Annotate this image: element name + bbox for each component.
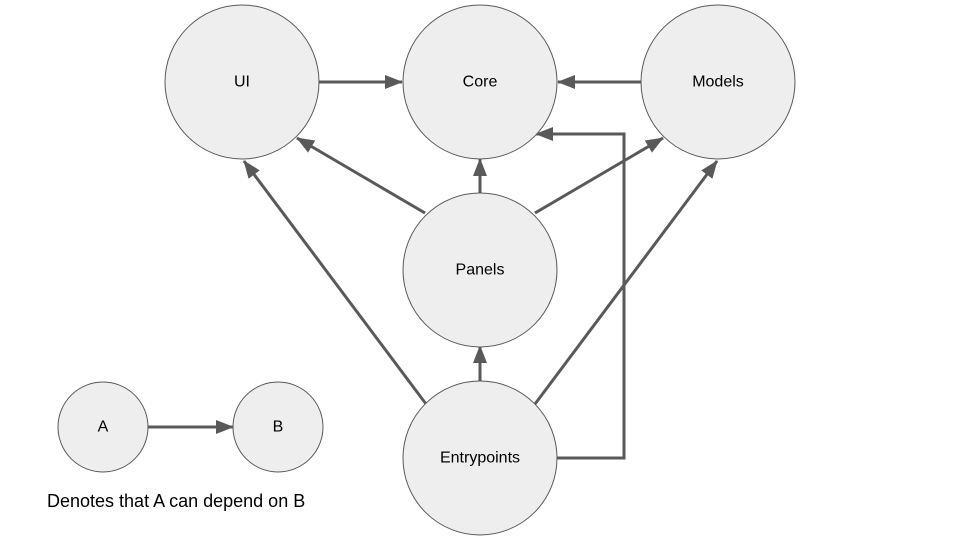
- node-entrypoints-label: Entrypoints: [440, 450, 520, 467]
- legend-caption: Denotes that A can depend on B: [47, 491, 305, 511]
- node-entrypoints-circle: [402, 380, 558, 536]
- node-core: Core: [402, 4, 558, 160]
- node-core-circle: [402, 4, 558, 160]
- legend-node-b-circle: [232, 381, 324, 473]
- edge-panels-to-models: [534, 136, 664, 215]
- node-models-circle: [640, 4, 796, 160]
- edges: [148, 75, 719, 460]
- node-panels-label: Panels: [456, 262, 505, 279]
- node-ui-label: UI: [234, 74, 250, 91]
- legend: A B Denotes that A can depend on B: [47, 381, 324, 511]
- edge-entrypoints-to-models: [533, 160, 719, 405]
- node-models: Models: [640, 4, 796, 160]
- legend-node-b-label: B: [273, 419, 284, 436]
- legend-node-a-label: A: [98, 419, 109, 436]
- edge-panels-to-ui: [296, 136, 426, 215]
- node-panels: Panels: [402, 192, 558, 348]
- node-entrypoints: Entrypoints: [402, 380, 558, 536]
- node-ui: UI: [164, 4, 320, 160]
- legend-node-a: A: [57, 381, 149, 473]
- node-core-label: Core: [463, 74, 498, 91]
- node-panels-circle: [402, 192, 558, 348]
- node-ui-circle: [164, 4, 320, 160]
- legend-node-a-circle: [57, 381, 149, 473]
- edge-entrypoints-to-ui: [242, 160, 428, 405]
- legend-node-b: B: [232, 381, 324, 473]
- node-models-label: Models: [692, 74, 744, 91]
- edge-entrypoints-to-core: [535, 127, 626, 460]
